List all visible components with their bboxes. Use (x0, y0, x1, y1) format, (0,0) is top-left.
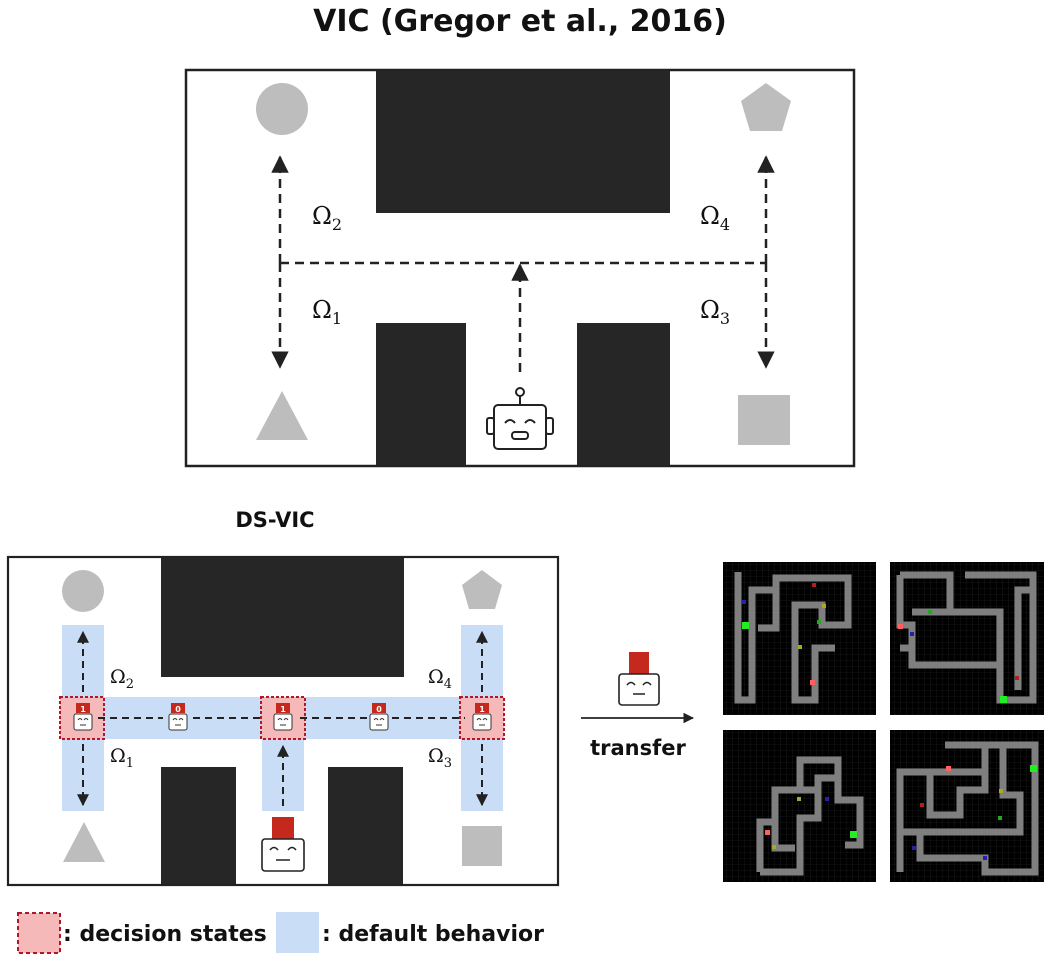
transfer-label: transfer (590, 736, 686, 760)
bottom-omega-1-label: Ω1 (110, 745, 134, 771)
transfer-robot-icon (618, 652, 660, 706)
mini-robot-mid-right: 0 (369, 703, 389, 731)
square-goal-icon (738, 395, 790, 445)
top-wall-upper (376, 71, 670, 213)
top-maze: Ω2 Ω1 Ω4 Ω3 (184, 68, 856, 468)
svg-text:0: 0 (376, 705, 382, 714)
mini-robot-left: 1 (73, 703, 93, 731)
triangle-goal-icon (256, 391, 308, 440)
bottom-wall-lower-right (328, 767, 403, 884)
bottom-start-robot-icon (261, 817, 305, 872)
top-wall-lower-left (376, 323, 466, 465)
svg-text:1: 1 (479, 705, 485, 714)
circle-goal-icon (256, 83, 308, 135)
top-wall-lower-right (577, 323, 670, 465)
legend-decision-swatch (17, 912, 61, 954)
legend-default-swatch (276, 912, 319, 953)
top-omega-1-label: Ω1 (312, 296, 342, 328)
svg-text:1: 1 (280, 705, 286, 714)
grid-environment-bottom-right (890, 730, 1044, 882)
bottom-wall-lower-left (161, 767, 236, 884)
grid-environment-bottom-left (723, 730, 876, 882)
top-omega-2-label: Ω2 (312, 202, 342, 234)
top-panel-title: VIC (Gregor et al., 2016) (313, 4, 727, 39)
bottom-triangle-goal-icon (63, 822, 105, 862)
mini-robot-right: 1 (472, 703, 492, 731)
top-trajectory-arrows (271, 155, 775, 372)
bottom-panel-title: DS-VIC (235, 508, 314, 532)
bottom-omega-4-label: Ω4 (428, 666, 452, 692)
mini-robot-mid-left: 0 (168, 703, 188, 731)
pentagon-goal-icon (741, 83, 791, 131)
legend-decision-label: : decision states (63, 922, 267, 947)
bottom-maze: 1 0 1 0 1 (6, 555, 560, 887)
mini-robot-center: 1 (273, 703, 293, 731)
bottom-square-goal-icon (462, 826, 502, 866)
bottom-trajectory-arrows (77, 630, 488, 807)
bottom-omega-3-label: Ω3 (428, 745, 452, 771)
top-omega-4-label: Ω4 (700, 202, 730, 234)
bottom-circle-goal-icon (62, 570, 104, 612)
grid-environment-top-right (890, 562, 1044, 715)
legend: : decision states : default behavior (17, 912, 544, 954)
bottom-wall-upper (161, 558, 404, 677)
svg-text:1: 1 (80, 705, 86, 714)
grid-environment-top-left (723, 562, 876, 715)
legend-default-label: : default behavior (322, 922, 544, 947)
svg-text:0: 0 (175, 705, 181, 714)
bottom-pentagon-goal-icon (462, 570, 502, 609)
bottom-omega-2-label: Ω2 (110, 666, 134, 692)
top-omega-3-label: Ω3 (700, 296, 730, 328)
robot-icon (486, 387, 554, 450)
